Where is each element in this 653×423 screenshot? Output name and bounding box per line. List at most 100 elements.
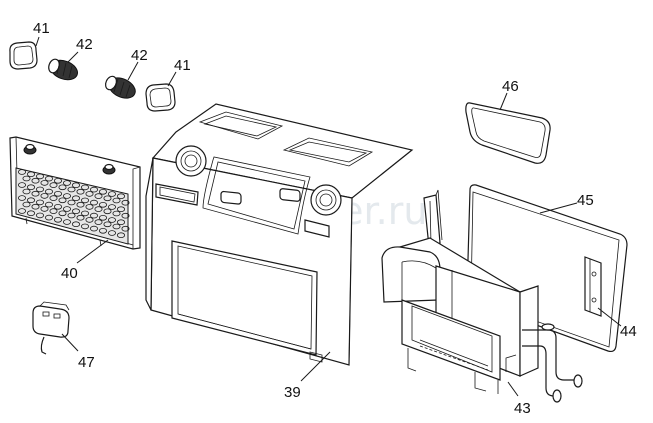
callout-45: 45 <box>577 192 594 209</box>
grille-hole <box>58 184 67 191</box>
grille-hole <box>94 219 103 225</box>
callout-39: 39 <box>284 384 301 401</box>
grille-hole <box>26 184 35 191</box>
grille-hole <box>117 219 126 226</box>
grille-hole <box>36 199 45 206</box>
grille-hole <box>103 195 112 202</box>
grille-hole <box>45 175 54 182</box>
grille-hole <box>45 214 54 221</box>
grille-hole <box>17 169 26 175</box>
grille-hole <box>90 199 99 206</box>
leader-45 <box>539 202 578 214</box>
grille-hole <box>17 195 26 201</box>
grille-hole <box>99 202 108 208</box>
grille-hole <box>63 180 72 186</box>
grille-hole <box>26 197 35 204</box>
grille-hole <box>49 208 58 214</box>
grille-hole <box>22 175 31 182</box>
grille-hole <box>81 210 90 217</box>
callout-44: 44 <box>620 323 637 340</box>
leader-39 <box>300 351 331 382</box>
grille-hole <box>40 193 49 199</box>
leader-42-a <box>67 51 79 63</box>
part-42-connector-left <box>48 58 79 81</box>
grille-hole <box>90 225 99 232</box>
part-47-sensor-box <box>32 301 70 355</box>
part-43-heater-unit <box>381 189 583 403</box>
grille-hole <box>67 199 76 206</box>
grille-hole <box>76 214 85 221</box>
grille-hole <box>117 206 126 213</box>
grille-hole <box>72 182 81 189</box>
grille-hole <box>63 193 72 199</box>
grille-holes <box>17 169 130 239</box>
grille-hole <box>94 193 103 199</box>
callout-42-b: 42 <box>131 47 148 64</box>
grille-hole <box>112 223 121 230</box>
grille-hole <box>117 193 126 200</box>
part-41-cap-right <box>145 83 176 112</box>
callout-40: 40 <box>61 265 78 282</box>
grille-hole <box>85 191 94 197</box>
grille-hole <box>31 177 40 184</box>
grille-hole <box>76 188 85 195</box>
grille-hole <box>17 182 26 188</box>
leader-40 <box>76 239 109 264</box>
grille-hole <box>36 173 45 180</box>
grille-hole <box>121 199 130 206</box>
part-42-connector-right <box>104 75 136 99</box>
grille-hole <box>31 190 40 197</box>
grille-hole <box>121 212 130 219</box>
grille-hole <box>54 217 63 223</box>
grille-hole <box>99 228 108 234</box>
grille-hole <box>58 210 67 217</box>
grille-hole <box>54 191 63 197</box>
part-41-cap-left <box>9 41 38 70</box>
callout-42-a: 42 <box>76 36 93 53</box>
grille-hole <box>22 201 31 208</box>
part-44-bracket <box>584 256 602 317</box>
grille-hole <box>99 215 108 221</box>
grille-hole <box>108 217 117 223</box>
grille-hole <box>112 210 121 217</box>
grille-hole <box>76 201 85 208</box>
grille-hole <box>117 232 126 239</box>
grille-hole <box>63 206 72 212</box>
grille-hole <box>45 188 54 195</box>
leader-41-a <box>35 36 40 47</box>
grille-hole <box>99 189 108 195</box>
grille-hole <box>112 197 121 204</box>
callout-43: 43 <box>514 400 531 417</box>
leader-41-b <box>167 71 177 87</box>
leader-46 <box>499 92 508 111</box>
grille-hole <box>54 204 63 210</box>
grille-hole <box>22 188 31 195</box>
grille-hole <box>81 223 90 230</box>
grille-hole <box>72 195 81 202</box>
grille-hole <box>90 186 99 193</box>
grille-hole <box>72 208 81 215</box>
grille-hole <box>54 178 63 184</box>
callout-41-b: 41 <box>174 57 191 74</box>
grille-hole <box>108 191 117 197</box>
grille-hole <box>81 184 90 191</box>
grille-hole <box>67 186 76 193</box>
grille-hole <box>36 212 45 219</box>
grille-hole <box>103 208 112 215</box>
leader-42-b <box>127 61 139 81</box>
grille-hole <box>103 221 112 228</box>
grille-hole <box>58 197 67 204</box>
grille-hole <box>49 182 58 188</box>
leader-47 <box>61 333 79 352</box>
grille-hole <box>40 206 49 212</box>
grille-hole <box>85 204 94 210</box>
grille-hole <box>90 212 99 219</box>
grille-hole <box>67 212 76 219</box>
grille-hole <box>17 208 26 214</box>
grille-hole <box>45 201 54 208</box>
grille-hole <box>121 225 130 232</box>
grille-hole <box>36 186 45 193</box>
grille-hole <box>81 197 90 204</box>
grille-hole <box>40 180 49 186</box>
grille-hole <box>108 230 117 236</box>
